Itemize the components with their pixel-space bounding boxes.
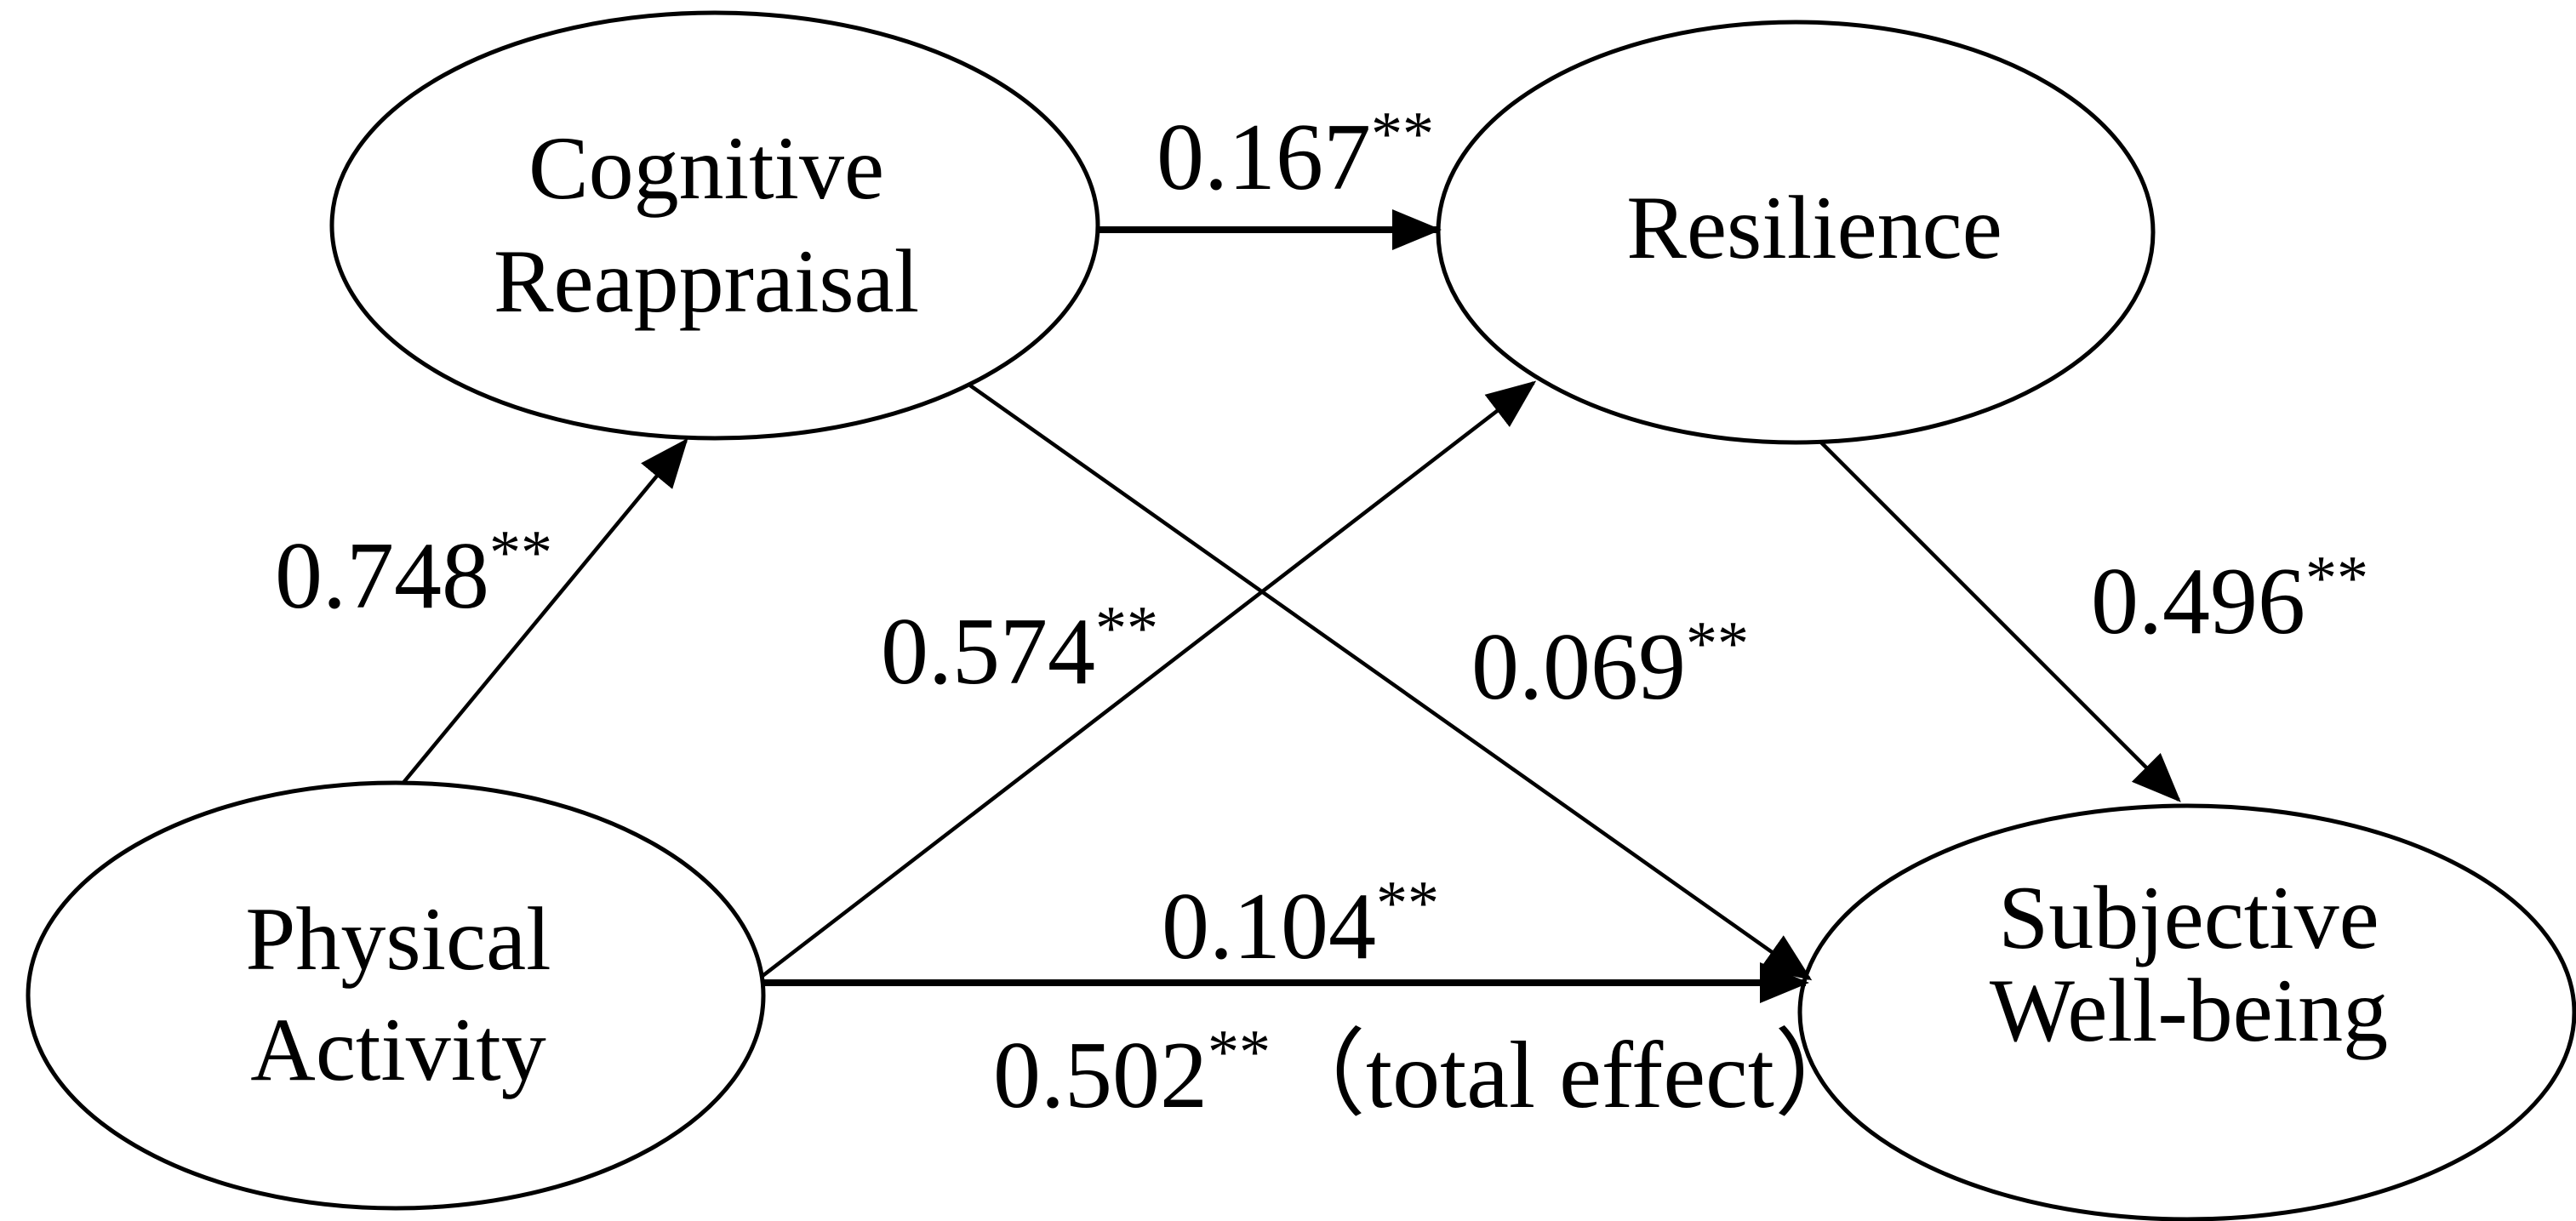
significance-stars: **: [1208, 1018, 1271, 1087]
coefficient-value: 0.104: [1162, 874, 1376, 979]
node-ellipse-cognitive-reappraisal: [329, 10, 1100, 441]
total-effect-suffix: （total effect）: [1271, 1023, 1870, 1128]
coefficient-value: 0.574: [881, 599, 1095, 705]
coefficient-value: 0.167: [1157, 105, 1371, 210]
node-ellipse-physical-activity: [26, 780, 766, 1211]
path-arrow-pa-to-cr: [401, 437, 688, 785]
coefficient-value: 0.502: [993, 1023, 1208, 1128]
node-label-physical-line2: Activity: [250, 1000, 545, 1099]
coefficient-value: 0.496: [2091, 549, 2305, 654]
significance-stars: **: [1095, 594, 1158, 664]
path-arrow-pa-to-r: [761, 380, 1537, 978]
coefficient-label-pa-to-r: 0.574**: [881, 594, 1158, 705]
node-label-cognitive-line1: Cognitive: [528, 118, 884, 218]
coefficient-label-cr-to-r: 0.167**: [1157, 100, 1434, 210]
node-label-subjective-line1: Subjective: [1998, 868, 2379, 967]
coefficient-value: 0.069: [1471, 614, 1686, 720]
significance-stars: **: [1686, 609, 1749, 679]
coefficient-label-pa-to-swb-total: 0.502**（total effect）: [993, 1018, 1870, 1128]
coefficient-value: 0.748: [275, 523, 489, 629]
significance-stars: **: [2305, 544, 2368, 613]
path-arrow-r-to-swb: [1819, 440, 2181, 802]
node-label-subjective-line2: Well-being: [1990, 961, 2388, 1060]
coefficient-label-cr-to-swb: 0.069**: [1471, 609, 1749, 720]
coefficient-label-pa-to-cr: 0.748**: [275, 518, 552, 629]
coefficient-label-pa-to-swb-direct: 0.104**: [1162, 869, 1439, 979]
node-label-cognitive-line2: Reappraisal: [494, 231, 919, 331]
node-label-resilience: Resilience: [1626, 178, 2002, 277]
coefficient-label-r-to-swb: 0.496**: [2091, 544, 2368, 654]
path-arrow-cr-to-swb: [968, 384, 1813, 981]
significance-stars: **: [1371, 100, 1434, 169]
significance-stars: **: [489, 518, 552, 588]
significance-stars: **: [1376, 869, 1439, 939]
node-label-physical-line1: Physical: [245, 889, 551, 989]
node-ellipse-subjective-well-being: [1797, 803, 2576, 1221]
